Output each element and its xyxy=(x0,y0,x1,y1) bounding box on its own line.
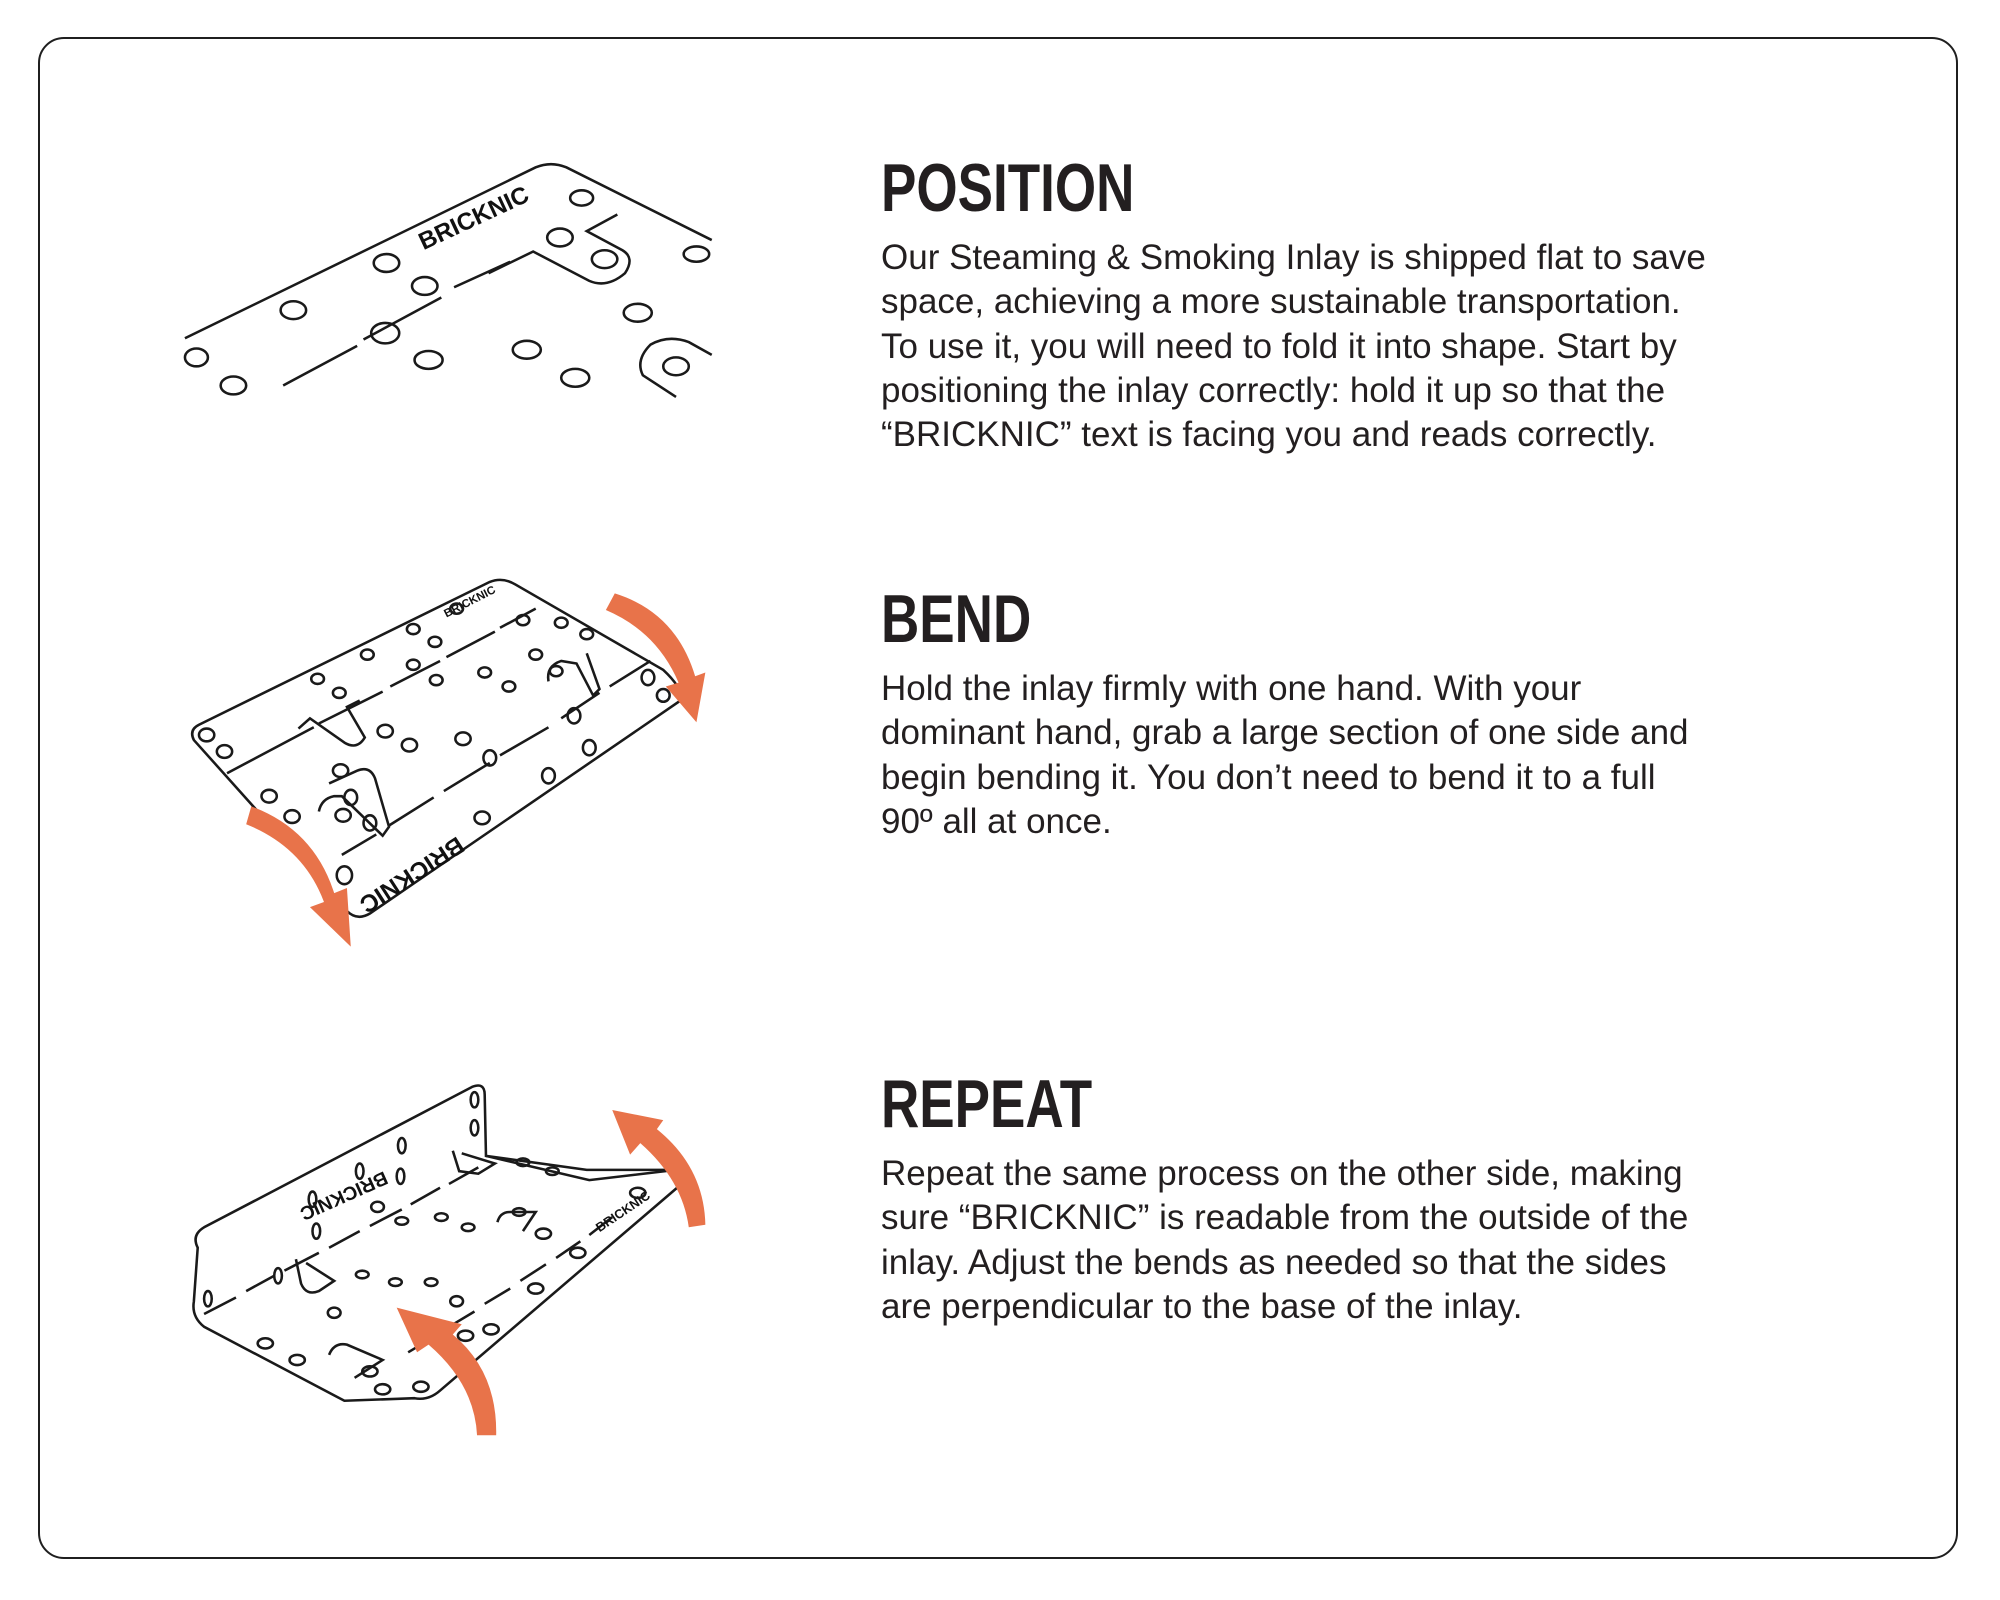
step-body: Hold the inlay firmly with one hand. Wit… xyxy=(881,667,1941,844)
repeat-inlay-illustration: BRICKNIC BRICKNIC xyxy=(192,1084,706,1436)
body-line: Repeat the same process on the other sid… xyxy=(881,1154,1683,1193)
step-body: Our Steaming & Smoking Inlay is shipped … xyxy=(881,236,1941,457)
body-line: positioning the inlay correctly: hold it… xyxy=(881,370,1666,410)
body-line: space, achieving a more sustainable tran… xyxy=(881,282,1681,322)
step-body: Repeat the same process on the other sid… xyxy=(881,1152,1941,1329)
step-title: REPEAT xyxy=(881,1066,1093,1142)
body-line: sure “BRICKNIC” is readable from the out… xyxy=(881,1198,1689,1238)
flat-inlay-illustration: BRICKNIC xyxy=(183,162,713,399)
bend-arrow-left xyxy=(246,806,351,947)
body-line: “BRICKNIC” text is facing you and reads … xyxy=(881,415,1657,455)
body-line: inlay. Adjust the bends as needed so tha… xyxy=(881,1242,1667,1282)
step-repeat: REPEAT Repeat the same process on the ot… xyxy=(881,1066,1941,1329)
brand-mark-2b: BRICKNIC xyxy=(355,831,469,918)
step-title: BEND xyxy=(881,581,1032,657)
fold-arrow-right xyxy=(612,1109,706,1228)
body-line: Our Steaming & Smoking Inlay is shipped … xyxy=(881,238,1706,277)
step-title: POSITION xyxy=(881,150,1135,226)
body-line: 90º all at once. xyxy=(881,801,1112,841)
body-line: are perpendicular to the base of the inl… xyxy=(881,1286,1523,1326)
instruction-card xyxy=(38,37,1958,1559)
bend-inlay-illustration: BRICKNIC BRICKNIC xyxy=(190,578,706,947)
body-line: To use it, you will need to fold it into… xyxy=(881,326,1677,366)
bend-arrow-right xyxy=(605,593,706,723)
step-position: POSITION Our Steaming & Smoking Inlay is… xyxy=(881,150,1941,457)
body-line: begin bending it. You don’t need to bend… xyxy=(881,757,1656,797)
step-bend: BEND Hold the inlay firmly with one hand… xyxy=(881,581,1941,844)
body-line: Hold the inlay firmly with one hand. Wit… xyxy=(881,669,1582,708)
body-line: dominant hand, grab a large section of o… xyxy=(881,713,1689,753)
fold-arrow-bottom xyxy=(396,1307,497,1436)
